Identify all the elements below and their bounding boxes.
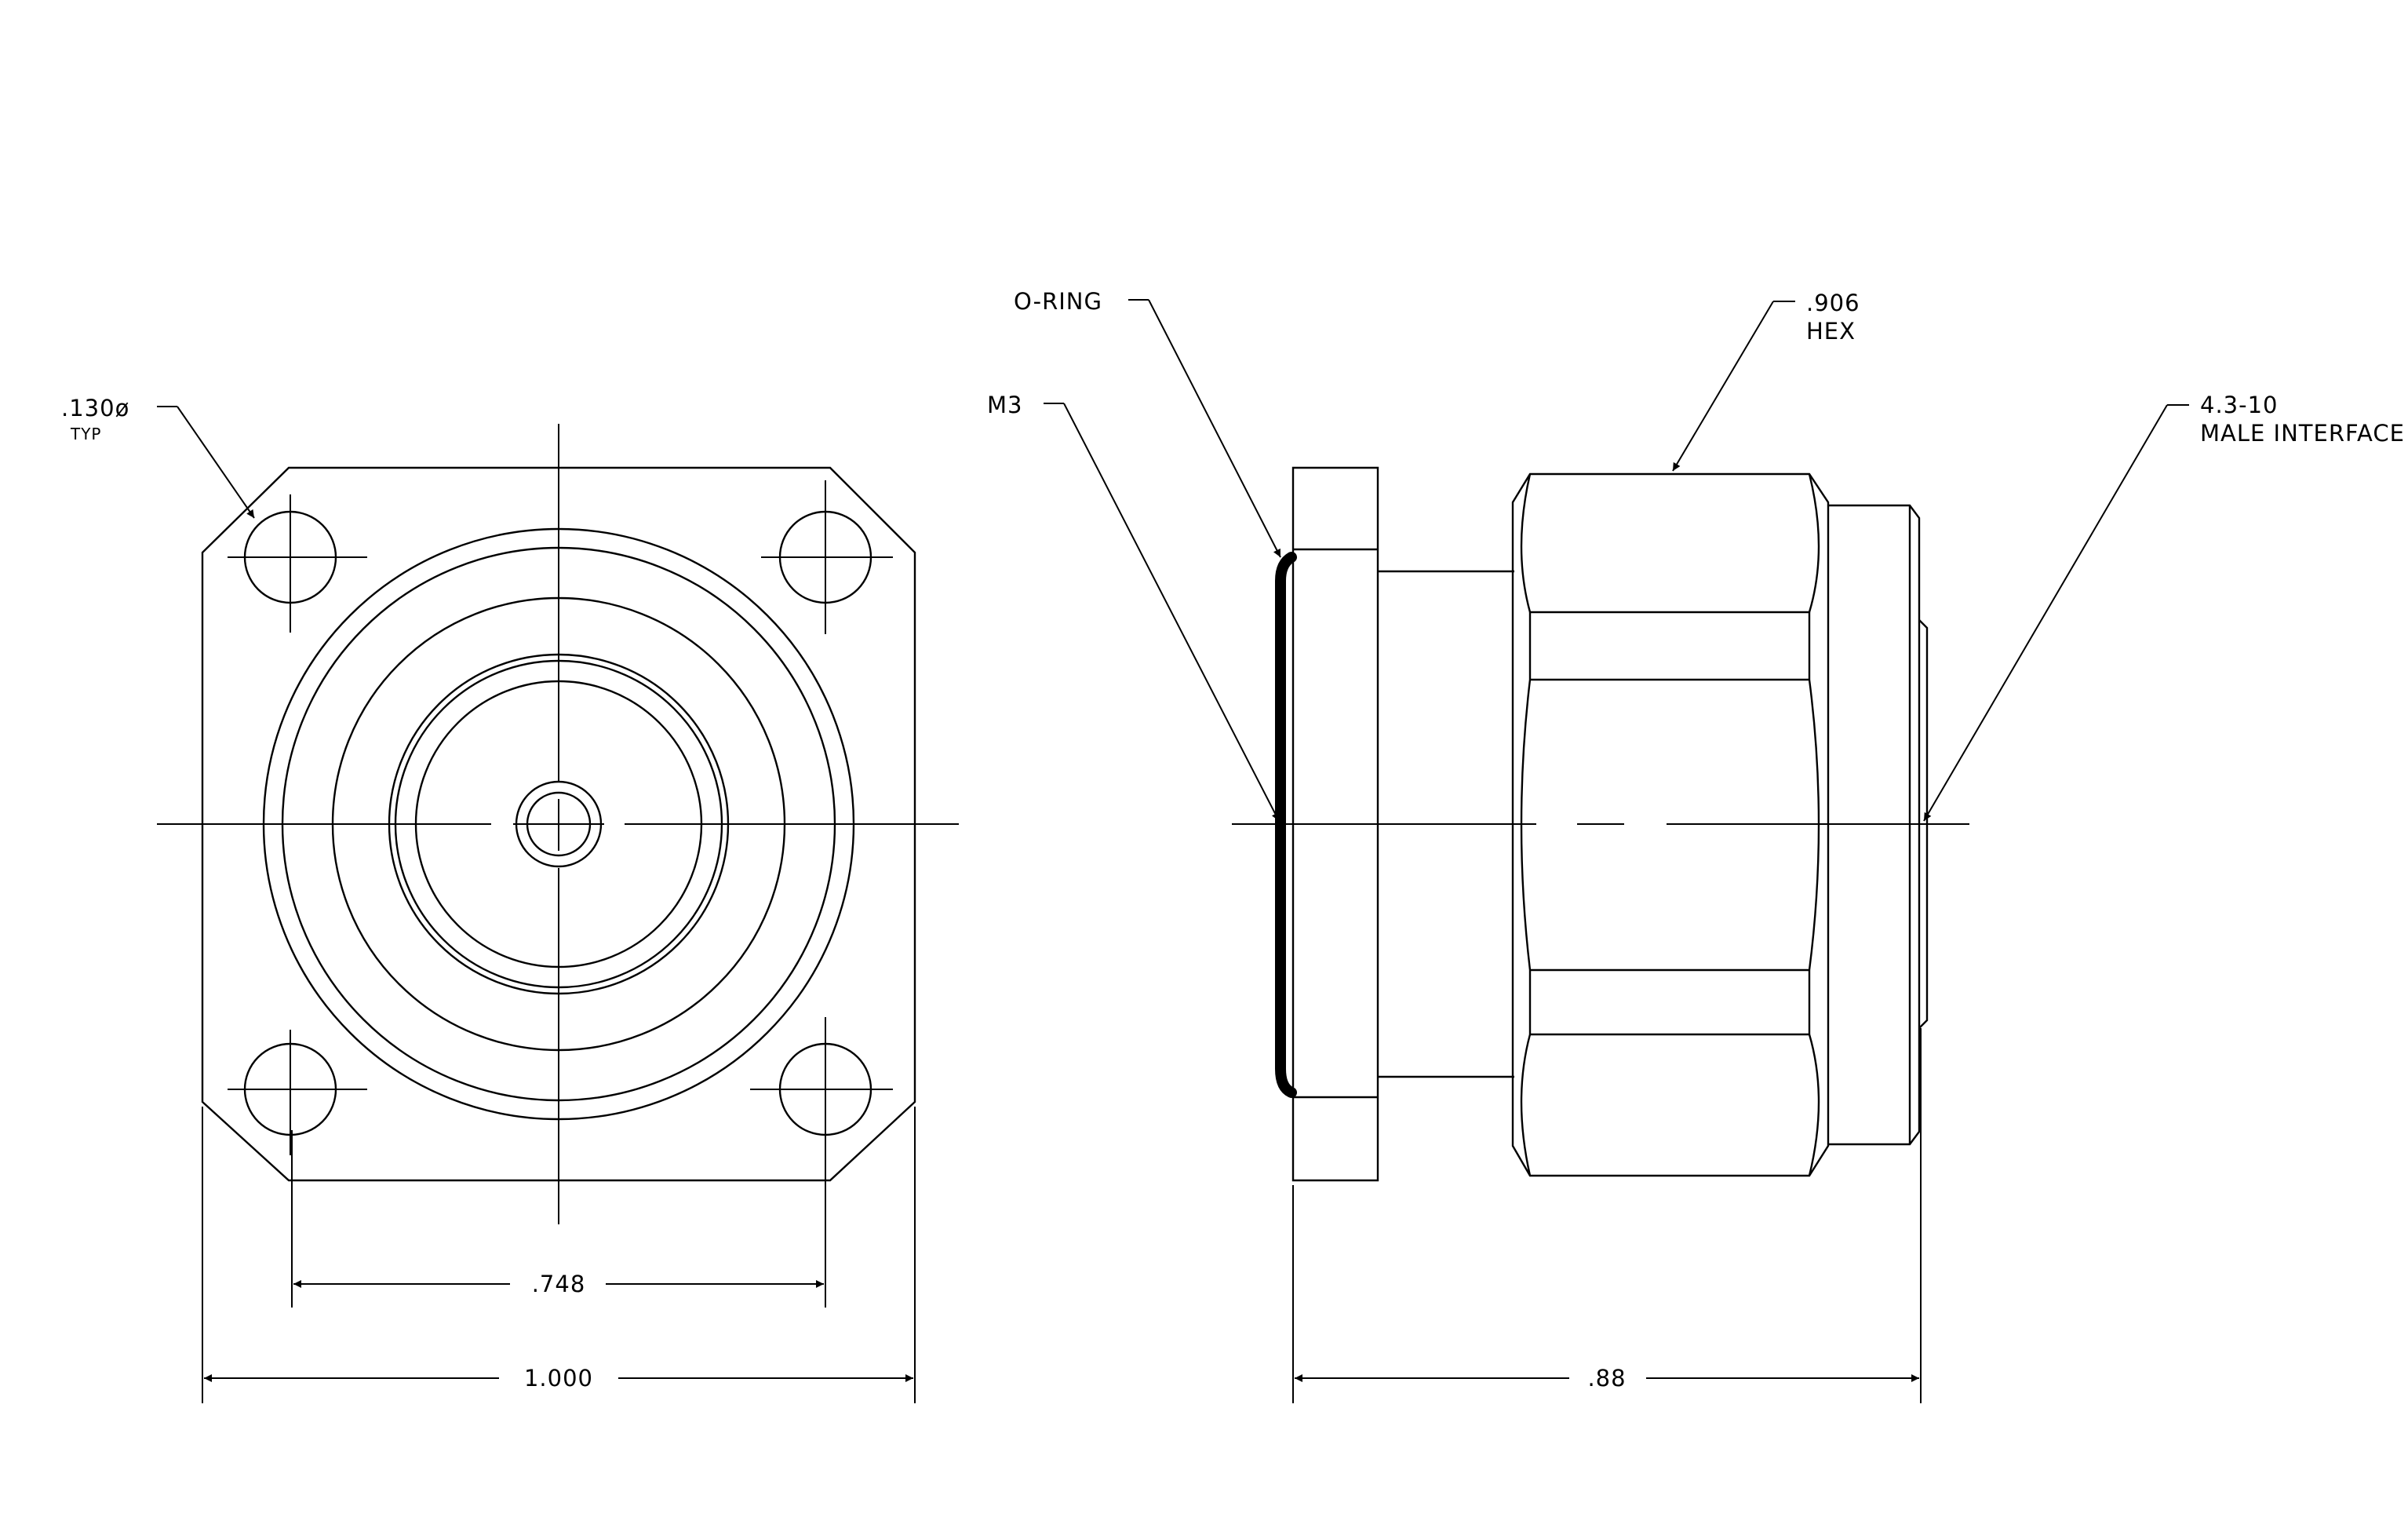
oring-callout: O-RING xyxy=(1014,288,1281,558)
hex-label-line1: .906 xyxy=(1806,290,1860,316)
flange-width-label: 1.000 xyxy=(524,1365,593,1392)
m3-callout: M3 xyxy=(987,392,1280,822)
side-view: O-RING M3 .906 HEX 4.3-10 MALE INTERFACE xyxy=(987,288,2405,1403)
interface-label-line2: MALE INTERFACE xyxy=(2200,420,2405,447)
m3-label: M3 xyxy=(987,392,1022,418)
flange-outline xyxy=(201,466,916,1182)
hole-spacing-dimension: .748 xyxy=(291,1130,826,1308)
side-flange xyxy=(1291,466,1379,1182)
hex-label-line2: HEX xyxy=(1806,318,1856,345)
interface-callout: 4.3-10 MALE INTERFACE xyxy=(1923,392,2405,822)
flange-width-dimension: 1.000 xyxy=(202,1107,916,1403)
interface-label-line1: 4.3-10 xyxy=(2200,392,2279,418)
hex-nut xyxy=(1511,472,1830,1177)
front-centerlines xyxy=(157,424,959,1224)
length-dimension: .88 xyxy=(1292,1028,1922,1403)
length-label: .88 xyxy=(1587,1365,1626,1392)
hole-spacing-label: .748 xyxy=(532,1271,586,1297)
hole-dia-note: TYP xyxy=(70,425,102,443)
hex-callout: .906 HEX xyxy=(1672,290,1860,472)
body-neck xyxy=(1378,570,1514,1078)
hole-dia-label: .130ø xyxy=(61,395,129,421)
front-view: .130ø TYP .748 1.000 xyxy=(61,395,959,1403)
hole-dia-callout: .130ø TYP xyxy=(61,395,255,519)
oring-label: O-RING xyxy=(1014,288,1102,315)
